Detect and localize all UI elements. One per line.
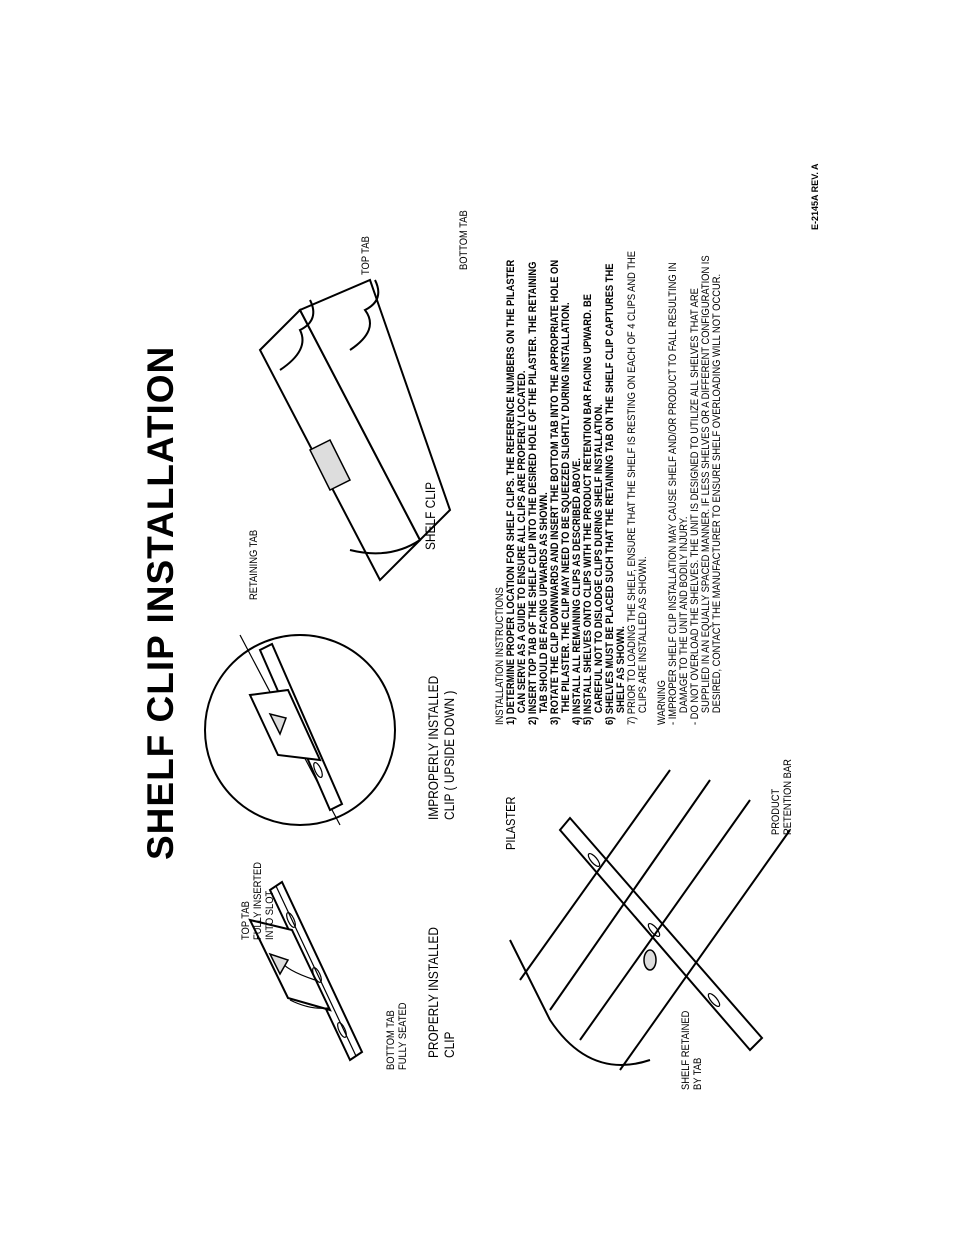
instruction-step: 1) DETERMINE PROPER LOCATION FOR SHELF C… bbox=[505, 259, 528, 725]
shelf-assembly-drawing bbox=[509, 769, 791, 1071]
document-code: E-2145A REV. A bbox=[810, 163, 820, 230]
warning-item: - IMPROPER SHELF CLIP INSTALLATION MAY C… bbox=[667, 262, 690, 725]
page-title: SHELF CLIP INSTALLATION bbox=[140, 345, 181, 860]
instruction-step: 3) ROTATE THE CLIP DOWNWARDS AND INSERT … bbox=[549, 259, 572, 725]
instruction-step: 6) SHELVES MUST BE PLACED SUCH THAT THE … bbox=[604, 263, 627, 725]
pilaster-label: PILASTER bbox=[503, 796, 518, 850]
improper-caption: IMPROPERLY INSTALLED CLIP ( UPSIDE DOWN … bbox=[425, 675, 457, 820]
clip-bottom-tab-label: BOTTOM TAB bbox=[458, 210, 470, 270]
proper-caption: PROPERLY INSTALLED CLIP bbox=[425, 927, 457, 1058]
instruction-step: 2) INSERT TOP TAB OF THE SHELF CLIP INTO… bbox=[527, 261, 550, 725]
improper-clip-drawing bbox=[204, 634, 396, 826]
shelf-retained-label: SHELF RETAINED BY TAB bbox=[680, 1010, 704, 1090]
instruction-step: 7) PRIOR TO LOADING THE SHELF, ENSURE TH… bbox=[626, 250, 649, 725]
clip-detail-drawing bbox=[258, 278, 452, 582]
warning-item: - DO NOT OVERLOAD THE SHELVES. THE UNIT … bbox=[689, 255, 723, 725]
shelf-clip-label: SHELF CLIP bbox=[422, 481, 438, 550]
proper-bottom-tab-label: BOTTOM TAB FULLY SEATED bbox=[385, 1002, 409, 1070]
clip-top-tab-label: TOP TAB bbox=[360, 236, 372, 275]
instruction-step: 5) INSTALL SHELVES ONTO CLIPS WITH THE P… bbox=[582, 294, 605, 725]
instructions-block: INSTALLATION INSTRUCTIONS 1) DETERMINE P… bbox=[494, 249, 723, 725]
rotated-sheet: SHELF CLIP INSTALLATION TOP TAB FULLY IN… bbox=[120, 110, 840, 1110]
retaining-tab-label: RETAINING TAB bbox=[248, 529, 260, 600]
proper-clip-drawing bbox=[248, 880, 364, 1062]
product-retention-label: PRODUCT RETENTION BAR bbox=[770, 759, 794, 835]
proper-top-tab-label: TOP TAB FULLY INSERTED INTO SLOT bbox=[240, 862, 276, 940]
